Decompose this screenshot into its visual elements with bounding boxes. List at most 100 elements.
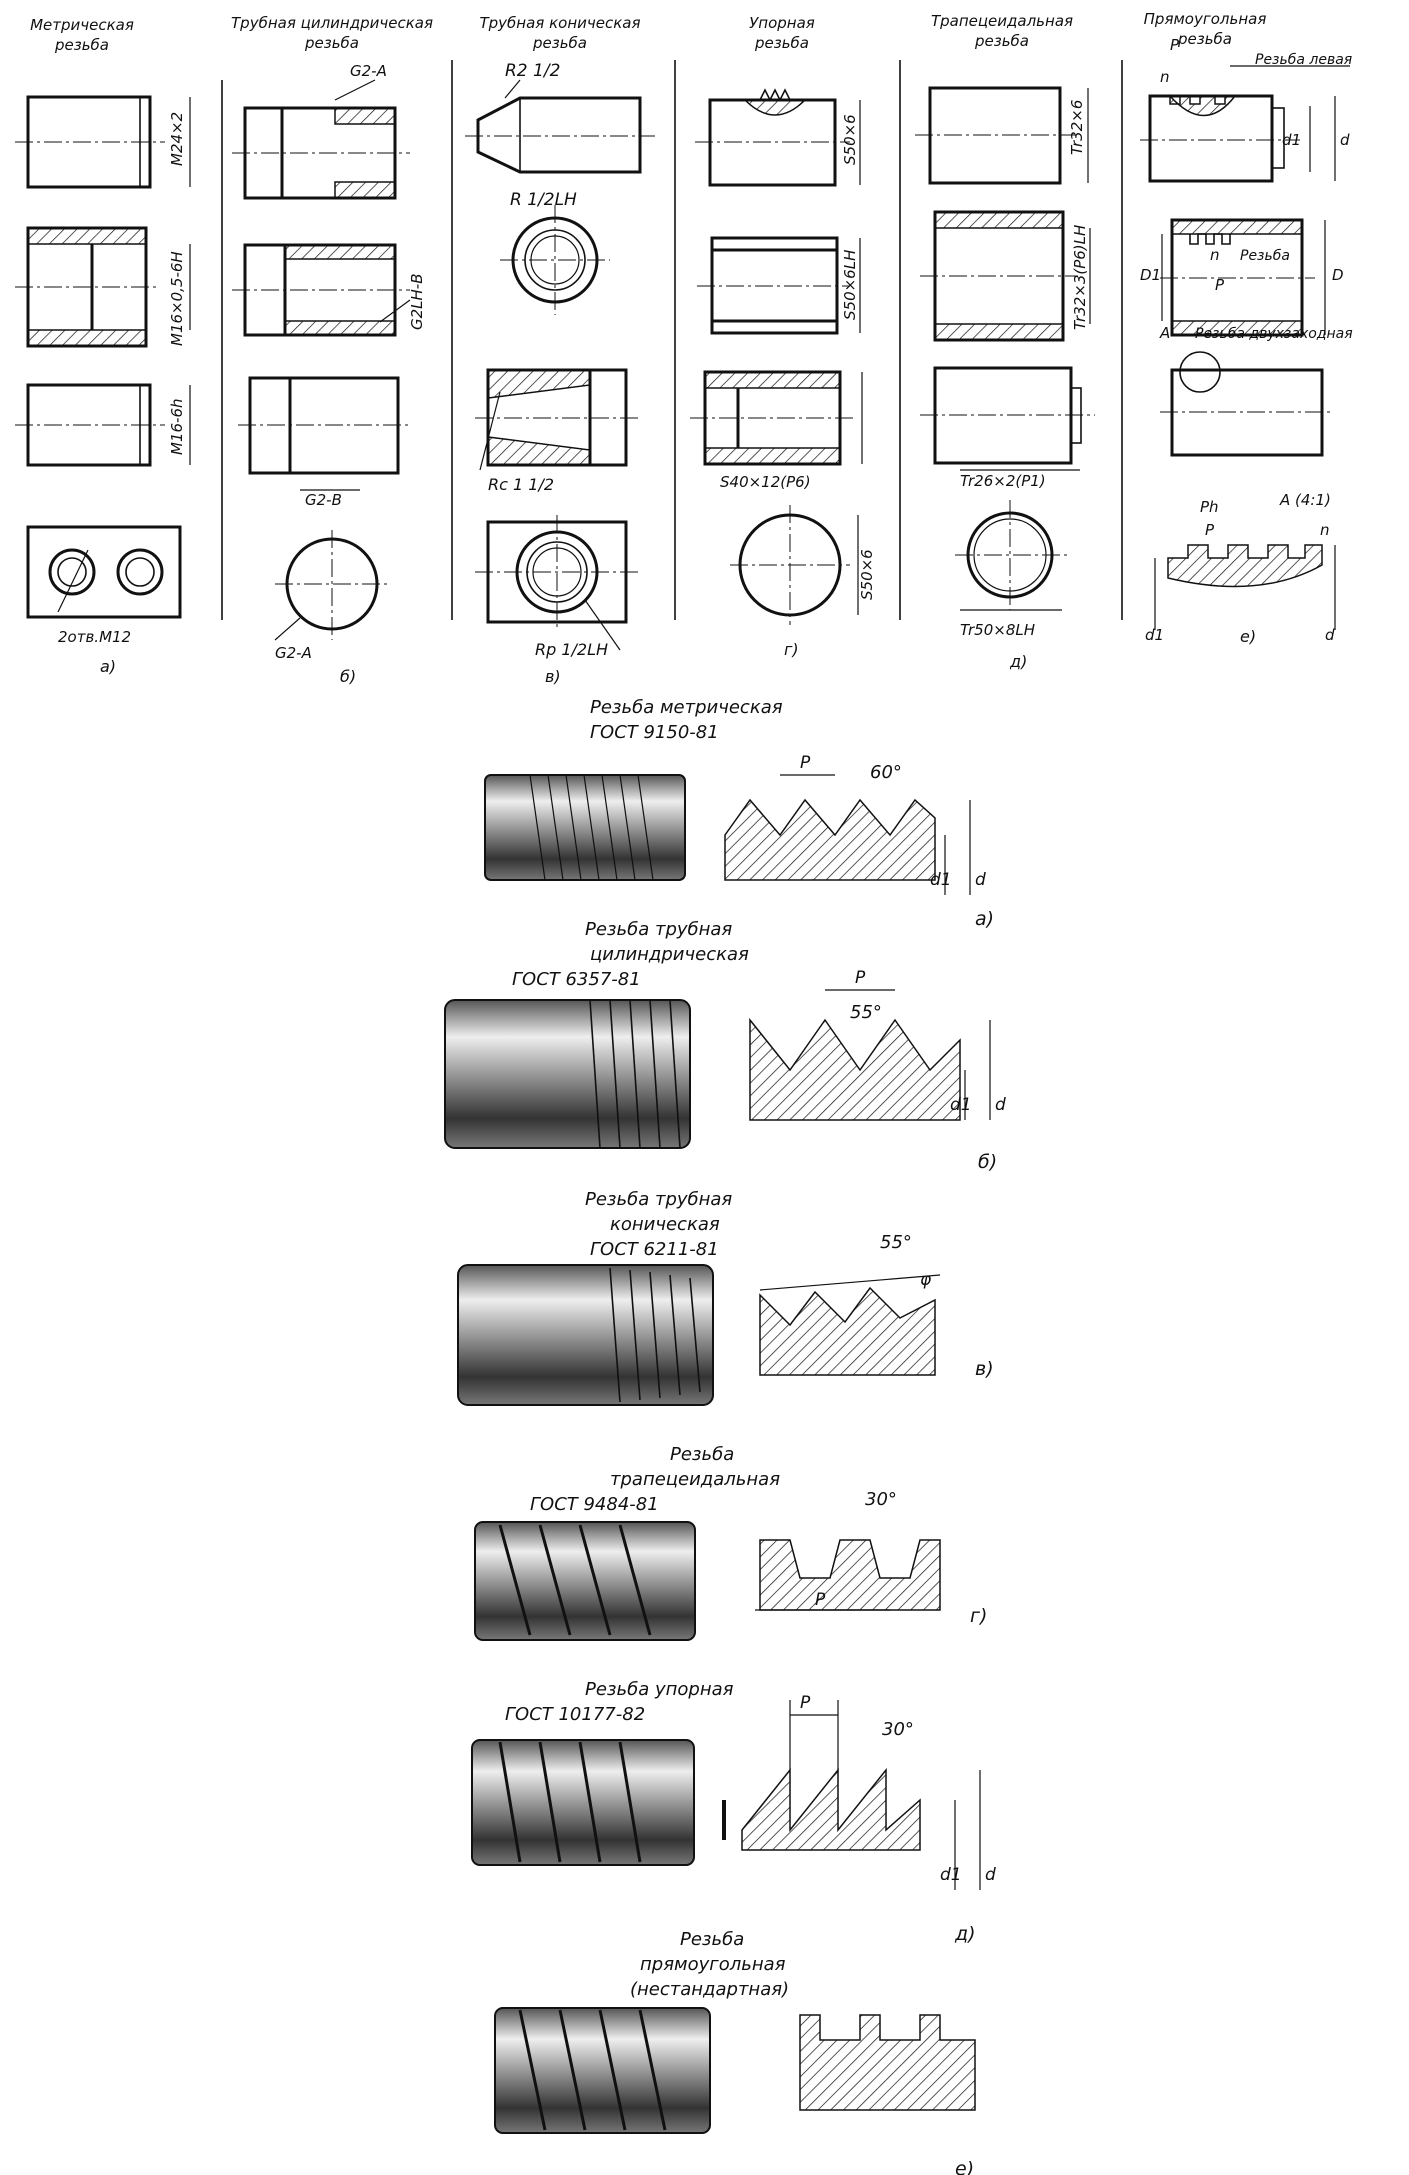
label-f-p2: P [1215, 276, 1225, 294]
label-f-a-scale: A (4:1) [1279, 491, 1331, 509]
col-f-title-2: резьба [1177, 30, 1232, 48]
row-b-letter: б) [978, 1151, 997, 1173]
row-f-letter: е) [955, 2158, 974, 2175]
label-f-db: d [1325, 626, 1335, 644]
row-buttress: Резьба упорная ГОСТ 10177-82 P 30° d1 d … [471, 1679, 996, 1945]
row-b-title-2: цилиндрическая [590, 944, 749, 965]
label-s50x6lh: S50×6LH [841, 250, 859, 320]
row-b-title-3: ГОСТ 6357-81 [512, 969, 641, 990]
col-c-title-2: резьба [532, 34, 587, 52]
row-d-angle: 30° [865, 1489, 897, 1510]
top-panel: Метрическая резьба Трубная цилиндрическа… [15, 10, 1353, 686]
row-e-title-2: ГОСТ 10177-82 [505, 1704, 645, 1725]
label-m16-6h-bolt: М16-6h [168, 399, 186, 456]
row-e-mark-p: P [800, 1693, 811, 1713]
label-tr32x6: Tr32×6 [1068, 100, 1086, 155]
label-f-n2: n [1210, 246, 1220, 264]
row-a-title-2: ГОСТ 9150-81 [590, 722, 719, 743]
row-a-mark-p: P [800, 753, 811, 773]
label-m24: М24×2 [168, 112, 186, 166]
label-tr26x2: Tr26×2(P1) [960, 472, 1046, 490]
col-d-title-2: резьба [754, 34, 809, 52]
label-f-thread: Резьба [1240, 248, 1290, 264]
label-f-d1b: d1 [1145, 626, 1164, 644]
row-c-letter: в) [975, 1358, 994, 1380]
column-rectangular: P n Резьба левая d1 d D1 n Резьба P D A [1140, 36, 1353, 646]
row-c-title-2: коническая [610, 1214, 720, 1235]
label-f-n3: n [1320, 521, 1330, 539]
row-b-mark-d: d [995, 1095, 1006, 1115]
label-s50x6: S50×6 [841, 114, 859, 165]
label-g2a: G2-A [350, 62, 387, 80]
row-f-title-3: (нестандартная) [630, 1979, 789, 2000]
label-s50x6-end: S50×6 [858, 549, 876, 600]
label-tr50x8lh: Tr50×8LH [960, 621, 1035, 639]
row-e-mark-d1: d1 [940, 1865, 962, 1885]
row-d-letter: г) [970, 1605, 987, 1627]
column-metric: М24×2 М16×0,5-6Н М16-6h 2отв.М12 а) [15, 95, 191, 676]
row-d-title-3: ГОСТ 9484-81 [530, 1494, 659, 1515]
row-e-letter: д) [954, 1923, 976, 1945]
row-b-mark-d1: d1 [950, 1095, 972, 1115]
label-f-p3: P [1205, 521, 1215, 539]
row-c-title-1: Резьба трубная [585, 1189, 732, 1210]
label-r1-2lh: R 1/2LH [510, 190, 577, 210]
label-r2-1-2: R2 1/2 [505, 61, 560, 81]
label-f-d1: d1 [1282, 131, 1301, 149]
col-e-title-2: резьба [974, 32, 1029, 50]
row-b-angle: 55° [850, 1002, 882, 1023]
column-trapezoidal: Tr32×6 Tr32×3(P6)LH Tr26×2(P1) Tr50×8LH … [915, 86, 1095, 671]
col-a-title-1: Метрическая [30, 16, 134, 34]
row-b-title-1: Резьба трубная [585, 919, 732, 940]
row-e-mark-d: d [985, 1865, 996, 1885]
label-tr32x3: Tr32×3(P6)LH [1071, 225, 1089, 330]
label-f-D1: D1 [1140, 266, 1161, 284]
column-buttress: S50×6 S50×6LH S40×12(P6) S50×6 г) [690, 88, 876, 659]
label-rc: Rc 1 1/2 [488, 475, 554, 494]
col-e-letter: д) [1009, 652, 1027, 671]
row-pipe-conical: Резьба трубная коническая ГОСТ 6211-81 5… [457, 1189, 994, 1406]
label-g2b: G2-B [305, 491, 342, 509]
row-pipe-cylindrical: Резьба трубная цилиндрическая ГОСТ 6357-… [444, 919, 1006, 1173]
col-d-title-1: Упорная [749, 14, 815, 32]
label-s40x12: S40×12(P6) [720, 473, 811, 491]
row-d-mark-p: P [815, 1590, 826, 1610]
label-f-two-start: Резьба двухзаходная [1195, 326, 1353, 342]
col-e-title-1: Трапецеидальная [931, 12, 1073, 30]
row-a-mark-d: d [975, 870, 986, 890]
bottom-panel: Резьба метрическая ГОСТ 9150-81 P 60° d1… [444, 697, 1006, 2175]
col-b-title-1: Трубная цилиндрическая [231, 14, 433, 32]
row-b-mark-p: P [855, 968, 866, 988]
row-a-angle: 60° [870, 762, 902, 783]
row-a-title-1: Резьба метрическая [590, 697, 783, 718]
row-f-title-2: прямоугольная [640, 1954, 786, 1975]
label-f-a: A [1159, 324, 1170, 342]
row-d-title-2: трапецеидальная [610, 1469, 780, 1490]
label-m16-6h-nut: М16×0,5-6Н [168, 251, 186, 346]
col-f-letter: е) [1240, 627, 1256, 646]
col-a-title-2: резьба [54, 36, 109, 54]
row-metric: Резьба метрическая ГОСТ 9150-81 P 60° d1… [484, 697, 994, 930]
label-f-p: P [1170, 36, 1180, 54]
row-c-title-3: ГОСТ 6211-81 [590, 1239, 719, 1260]
col-b-letter: б) [340, 667, 356, 686]
column-titles: Метрическая резьба Трубная цилиндрическа… [30, 10, 1266, 54]
row-a-letter: а) [975, 908, 994, 930]
row-e-angle: 30° [882, 1719, 914, 1740]
row-trapezoidal: Резьба трапецеидальная ГОСТ 9484-81 30° … [474, 1444, 987, 1641]
label-f-d: d [1340, 131, 1350, 149]
label-f-n: n [1160, 68, 1170, 86]
col-c-letter: в) [545, 667, 561, 686]
label-f-ph: Ph [1200, 498, 1219, 516]
label-rp: Rp 1/2LH [535, 640, 608, 659]
row-e-title-1: Резьба упорная [585, 1679, 734, 1700]
col-b-title-2: резьба [304, 34, 359, 52]
col-c-title-1: Трубная коническая [479, 14, 640, 32]
row-c-mark-phi: φ [920, 1270, 932, 1290]
label-g2a-end: G2-A [275, 644, 312, 662]
column-pipe-conical: R2 1/2 R 1/2LH Rc 1 1/2 Rp 1/2LH в) [465, 61, 655, 686]
label-2holes-m12: 2отв.М12 [58, 628, 131, 646]
row-rectangular: Резьба прямоугольная (нестандартная) е) [494, 1929, 976, 2175]
col-a-letter: а) [100, 657, 116, 676]
